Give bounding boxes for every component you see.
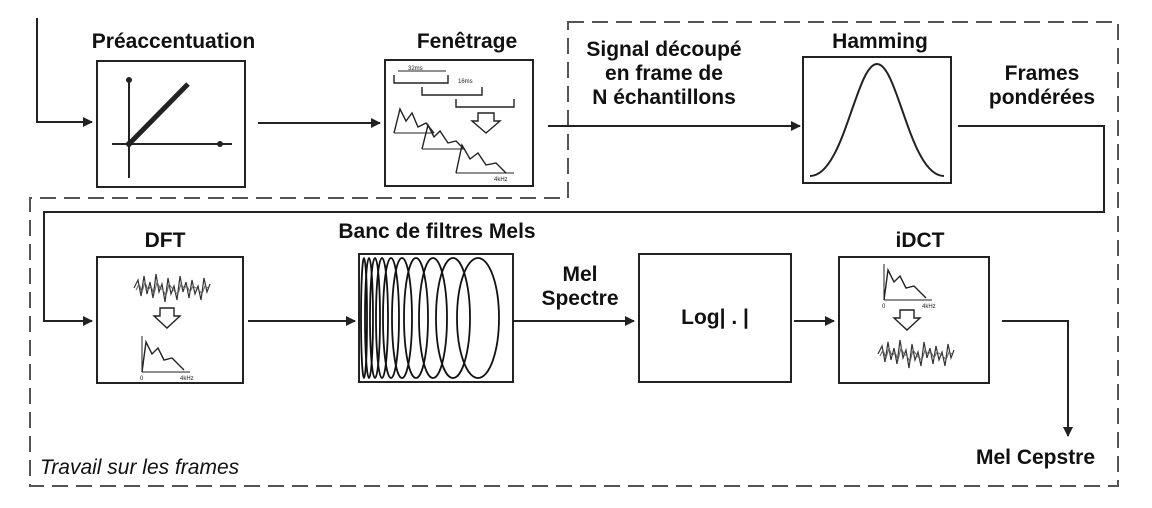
label-dft: DFT [144,229,186,252]
block-log: Log| . | [638,253,792,383]
idct-plot: 0 4kHz [877,264,955,369]
block-mel-filterbank [358,253,514,383]
input-arrow [36,18,93,127]
label-mel-filterbank: Banc de filtres Mels [338,220,536,243]
block-dft: 0 4kHz [96,256,244,384]
preemphasis-plot [112,77,232,178]
hamming-window-curve [809,62,945,177]
block-preemphasis [96,60,246,188]
label-idct: iDCT [895,229,945,252]
edge-label-mel-spectrum: Mel Spectre [530,263,630,311]
mel-filterbank-plot [360,257,500,379]
arrow-hamming-dft [43,125,1105,326]
windowing-annotation-4khz: 4kHz [494,177,508,183]
idct-annotation-0: 0 [882,304,886,310]
label-preemphasis: Préaccentuation [91,30,256,53]
edge-label-output: Mel Cepstre [976,446,1096,469]
frames-region-border [29,21,1119,487]
edge-label-weighted-frames-line-2: pondérées [988,86,1096,110]
arrow-idct-output [1002,320,1073,437]
edge-label-signal-split-line-3: N échantillons [592,86,736,110]
block-idct: 0 4kHz [838,256,990,384]
region-label-frames: Travail sur les frames [40,456,240,479]
edge-label-signal-split: Signal découpé en frame de N échantillon… [566,38,762,110]
block-hamming [802,56,952,184]
block-windowing: 32ms 16ms 4kHz [384,59,534,187]
edge-label-signal-split-line-2: en frame de [605,62,723,86]
label-log: Log| . | [681,306,749,329]
edge-label-signal-split-line-1: Signal découpé [586,38,742,61]
windowing-plot: 32ms 16ms 4kHz [393,66,515,183]
edge-label-weighted-frames-line-1: Frames [1004,62,1080,85]
dft-annotation-0: 0 [140,376,144,382]
edge-label-mel-spectrum-line-2: Spectre [541,287,619,311]
label-hamming: Hamming [832,30,928,53]
windowing-annotation-32ms: 32ms [408,66,423,72]
edge-label-mel-spectrum-line-1: Mel [562,263,598,286]
dft-annotation-4khz: 4kHz [180,376,194,382]
label-windowing: Fenêtrage [416,30,518,53]
idct-annotation-4khz: 4kHz [922,304,936,310]
dft-plot: 0 4kHz [133,273,211,382]
windowing-annotation-16ms: 16ms [458,79,473,85]
edge-label-weighted-frames: Frames pondérées [972,62,1112,110]
